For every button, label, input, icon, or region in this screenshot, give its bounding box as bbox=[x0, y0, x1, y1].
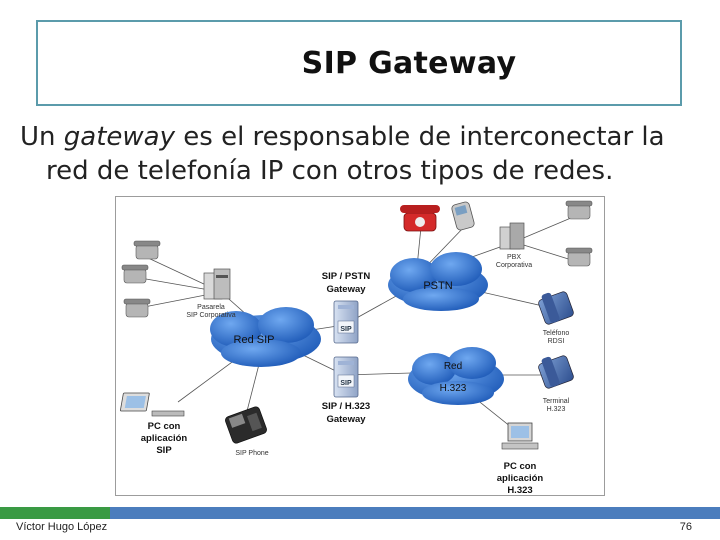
red-h323-label-2: H.323 bbox=[440, 383, 467, 394]
sip-h323-badge: SIP bbox=[340, 380, 352, 387]
pc-sip-label-3: SIP bbox=[156, 445, 172, 456]
terminal-h323: Terminal H.323 bbox=[538, 355, 574, 413]
slide-title: SIP Gateway bbox=[301, 46, 517, 81]
body-italic-word: gateway bbox=[63, 122, 175, 152]
telefono-label-2: RDSI bbox=[548, 338, 565, 345]
title-box: SIP Gateway bbox=[36, 20, 682, 106]
pbx-label-2: Corporativa bbox=[496, 262, 532, 269]
sip-h323-gateway: SIP SIP / H.323 Gateway bbox=[322, 356, 370, 425]
footer-bar-blue bbox=[110, 507, 720, 519]
body-line1-rest: es el responsable de interconectar la bbox=[175, 122, 665, 152]
pbx-label-1: PBX bbox=[507, 254, 521, 261]
sip-phone-label: SIP Phone bbox=[235, 450, 268, 457]
sip-h323-label-2: Gateway bbox=[326, 414, 366, 425]
phone-icon bbox=[565, 200, 593, 220]
right-phones bbox=[565, 200, 593, 267]
red-sip-label: Red SIP bbox=[234, 334, 275, 346]
pc-h323-label-2: aplicación bbox=[497, 473, 544, 484]
cell-phone-icon bbox=[451, 201, 475, 231]
sip-pstn-label-1: SIP / PSTN bbox=[322, 271, 371, 282]
phone-icon bbox=[123, 298, 151, 318]
slide-body: Un gateway es el responsable de intercon… bbox=[20, 120, 710, 188]
footer-bar-green bbox=[0, 507, 110, 519]
sip-pstn-badge: SIP bbox=[340, 326, 352, 333]
pbx-corporativa: PBX Corporativa bbox=[496, 222, 532, 269]
page-number: 76 bbox=[679, 521, 692, 533]
red-h323-label-1: Red bbox=[444, 361, 462, 372]
pc-h323-desktop: PC con aplicación H.323 bbox=[497, 422, 544, 496]
telefono-label-1: Teléfono bbox=[543, 330, 570, 337]
sip-pstn-label-2: Gateway bbox=[326, 284, 366, 295]
pc-h323-label-3: H.323 bbox=[507, 485, 532, 495]
red-phone-icon bbox=[400, 205, 440, 232]
pasarela-label-1: Pasarela bbox=[197, 304, 225, 311]
body-prefix: Un bbox=[20, 122, 64, 152]
pasarela-label-2: SIP Corporativa bbox=[186, 312, 235, 319]
terminal-label-1: Terminal bbox=[543, 398, 570, 405]
pstn-label: PSTN bbox=[423, 280, 452, 292]
pc-sip-label-1: PC con bbox=[148, 421, 181, 432]
terminal-label-2: H.323 bbox=[547, 406, 566, 413]
phone-icon bbox=[133, 240, 161, 260]
red-h323-cloud: Red H.323 bbox=[408, 347, 504, 405]
sip-h323-label-1: SIP / H.323 bbox=[322, 401, 370, 412]
pc-sip-laptop: PC con aplicación SIP bbox=[120, 392, 188, 456]
diagram-svg: Red SIP PSTN Red H.323 SIP SIP / PSTN Ga… bbox=[120, 200, 593, 496]
footer-bar bbox=[0, 507, 720, 519]
left-phones bbox=[121, 240, 161, 318]
network-diagram: Red SIP PSTN Red H.323 SIP SIP / PSTN Ga… bbox=[115, 196, 605, 496]
pc-h323-label-1: PC con bbox=[504, 461, 537, 472]
phone-icon bbox=[565, 247, 593, 267]
phone-icon bbox=[121, 264, 149, 284]
pstn-cloud: PSTN bbox=[388, 252, 488, 311]
body-line2: red de telefonía IP con otros tipos de r… bbox=[46, 156, 614, 186]
red-sip-cloud: Red SIP bbox=[210, 307, 321, 367]
sip-phone-device: SIP Phone bbox=[225, 406, 269, 457]
sip-pstn-gateway: SIP SIP / PSTN Gateway bbox=[322, 271, 371, 344]
pasarela-sip-corporativa: Pasarela SIP Corporativa bbox=[186, 268, 236, 319]
pc-sip-label-2: aplicación bbox=[141, 433, 188, 444]
footer-author: Víctor Hugo López bbox=[16, 521, 108, 533]
telefono-rdsi: Teléfono RDSI bbox=[538, 291, 574, 345]
